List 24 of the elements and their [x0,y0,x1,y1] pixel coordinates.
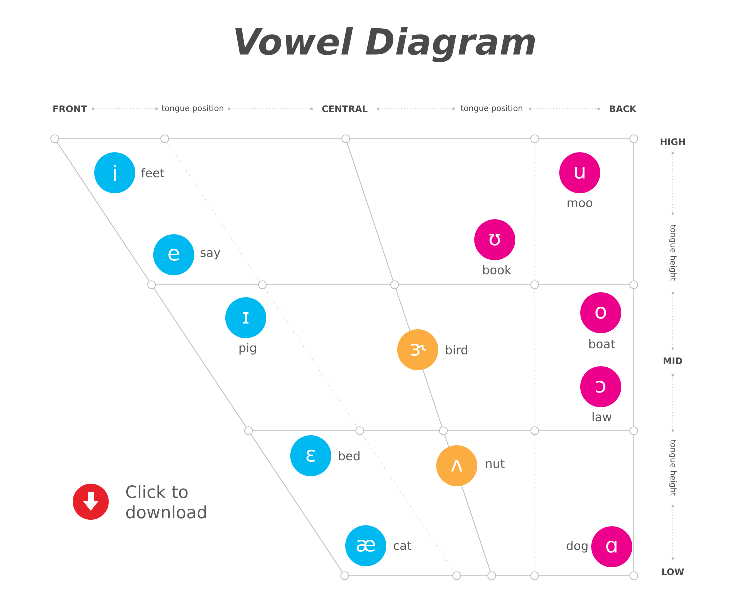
example-word: moo [568,200,593,208]
example-word: cat [394,542,412,550]
example-word: say [200,250,221,260]
example-word: feet [141,168,165,178]
example-word: pig [240,343,256,355]
axis-label: MID [664,358,682,364]
axis-caption: tongue height [669,440,677,496]
axis-label: HIGH [660,138,686,146]
example-word: law [592,412,612,422]
axis-label: FRONT [54,106,88,112]
axis-label: CENTRAL [322,106,368,112]
title: Vowel Diagram [236,27,536,63]
axis-caption: tongue height [669,225,677,281]
example-word: boat [590,339,616,349]
example-word: book [483,265,512,275]
example-word: nut [486,460,505,468]
axis-caption: tongue position [162,105,224,113]
axis-label: LOW [662,568,684,576]
download-text: Click to download [126,485,206,519]
example-word: dog [566,541,588,553]
example-word: bird [446,345,468,355]
axis-caption: tongue position [461,105,523,113]
example-word: bed [339,451,360,461]
axis-label: BACK [610,106,637,112]
